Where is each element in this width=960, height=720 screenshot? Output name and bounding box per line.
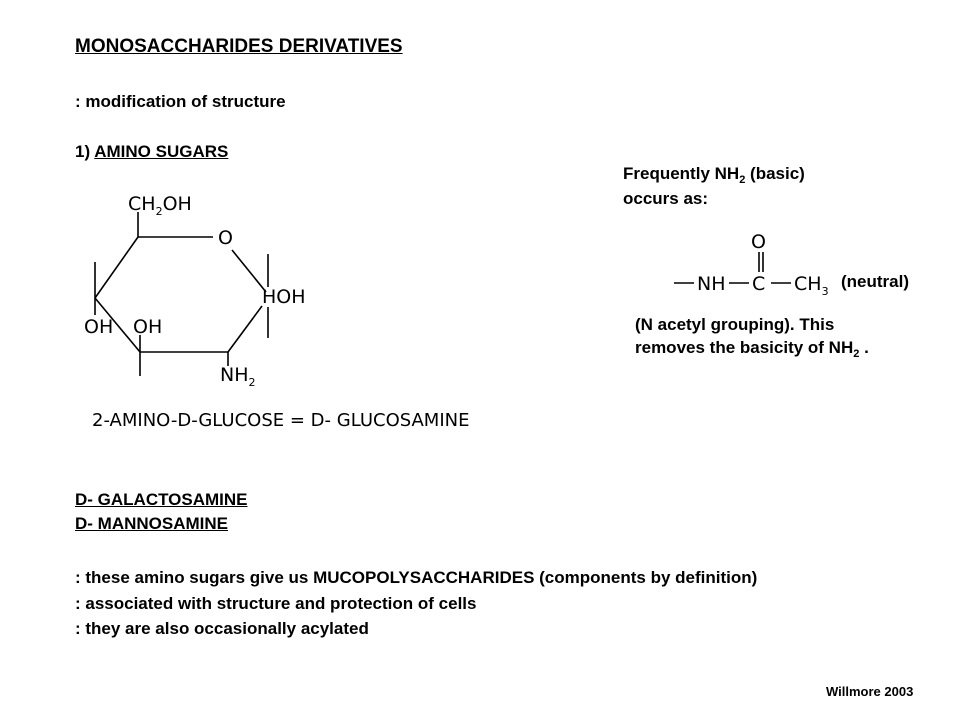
page-title: MONOSACCHARIDES DERIVATIVES bbox=[75, 36, 403, 57]
note-line-2: occurs as: bbox=[623, 189, 709, 208]
oh-left-label: OH bbox=[84, 316, 114, 338]
acetyl-ch3-label: CH3 bbox=[794, 273, 829, 298]
ring-bond-o-c1 bbox=[231, 249, 267, 293]
ring-bond-c4-c5 bbox=[94, 236, 139, 299]
note-after-1: (N acetyl grouping). This bbox=[635, 315, 835, 334]
nh2-label: NH2 bbox=[220, 364, 256, 389]
note-after-2: removes the basicity of NH2 . bbox=[635, 338, 869, 360]
ring-bond-c1-c2 bbox=[227, 305, 263, 353]
acetyl-nh-label: NH bbox=[697, 273, 726, 295]
hoh-label: HOH bbox=[262, 286, 306, 308]
neutral-label: (neutral) bbox=[841, 272, 909, 291]
intro-text: : modification of structure bbox=[75, 92, 286, 111]
bullet-line: : associated with structure and protecti… bbox=[75, 594, 477, 613]
ring-bond-c3-c4 bbox=[94, 297, 141, 353]
section-heading: 1) AMINO SUGARS bbox=[75, 142, 228, 162]
other-sugar-mannosamine: D- MANNOSAMINE bbox=[75, 514, 228, 533]
ring-oxygen-label: O bbox=[218, 227, 233, 249]
note-line-1: Frequently NH2 (basic) bbox=[623, 164, 805, 186]
bullet-line: : these amino sugars give us MUCOPOLYSAC… bbox=[75, 568, 758, 587]
acetyl-oxygen-label: O bbox=[751, 231, 766, 253]
other-sugar-galactosamine: D- GALACTOSAMINE bbox=[75, 490, 248, 509]
section-number: 1) bbox=[75, 142, 91, 161]
footer-credit: Willmore 2003 bbox=[826, 684, 914, 699]
oh-mid-label: OH bbox=[133, 316, 163, 338]
structure-caption: 2-AMINO-D-GLUCOSE = D- GLUCOSAMINE bbox=[92, 410, 470, 431]
acetyl-c-label: C bbox=[752, 273, 766, 295]
ch2oh-label: CH2OH bbox=[128, 193, 192, 218]
bullet-line: : they are also occasionally acylated bbox=[75, 619, 369, 638]
section-title: AMINO SUGARS bbox=[94, 142, 229, 161]
